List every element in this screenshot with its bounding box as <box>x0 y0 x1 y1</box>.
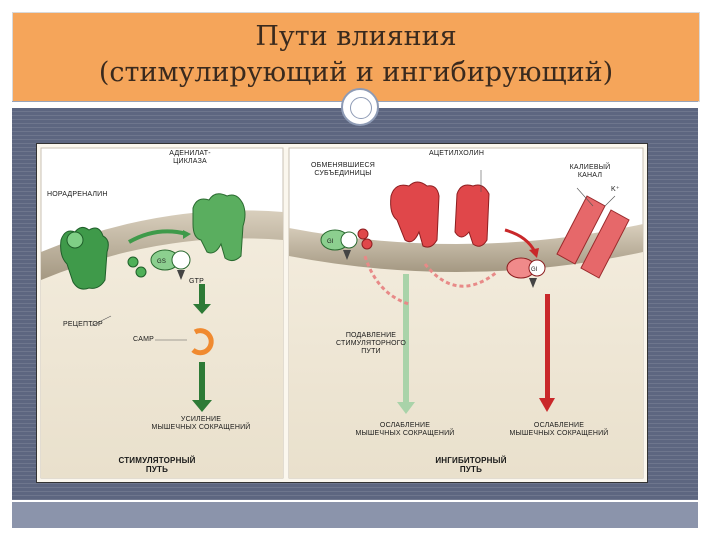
gtp-pin-icon <box>177 270 185 280</box>
figure-drawing <box>40 147 644 479</box>
gs-label: Gs <box>157 259 167 265</box>
noradrenaline-label: НОРАДРЕНАЛИН <box>47 191 108 198</box>
noradrenaline-molecule <box>66 231 84 249</box>
acetylcholine-label: АЦЕТИЛХОЛИН <box>429 150 485 157</box>
stim-cell-interior <box>41 224 283 478</box>
inhibitory-panel <box>288 147 644 479</box>
inhib-pale-arrow <box>403 274 409 404</box>
dashed-arrow-2 <box>363 255 410 306</box>
g-protein-alpha-s <box>127 249 191 280</box>
slide-title: Пути влияния (стимулирующий и ингибирующ… <box>13 19 699 91</box>
gtp-label: GTP <box>189 278 204 285</box>
g-protein-inhib-left <box>320 228 373 260</box>
stim-down-arrow-1 <box>199 284 205 306</box>
title-band: Пути влияния (стимулирующий и ингибирующ… <box>12 12 700 102</box>
circle-ornament-icon <box>341 88 379 126</box>
gi-subunit-icon <box>340 231 358 249</box>
inhib-red-arrow <box>545 294 550 400</box>
dashed-arrow-1 <box>423 263 498 288</box>
camp-label: cAMP <box>133 336 155 343</box>
gi-left-label: Gi <box>327 239 334 245</box>
g-protein-inhib-right <box>506 257 546 288</box>
gs-subunit-icon <box>171 250 191 270</box>
receptor-protein <box>60 226 109 290</box>
gi-subunit-icon-2 <box>528 259 546 277</box>
title-line-1: Пути влияния <box>255 21 457 52</box>
signaling-pathways-figure: АДЕНИЛАТ-ЦИКЛАЗА НОРАДРЕНАЛИН GTP РЕЦЕПТ… <box>36 143 648 483</box>
muscarinic-receptor-protein <box>390 181 490 248</box>
footer-bar <box>12 502 698 528</box>
gi-right-label: Gi <box>531 267 538 273</box>
activation-arrow <box>128 229 188 244</box>
stim-down-arrow-2 <box>199 362 205 402</box>
adenylate-cyclase-protein <box>192 193 246 262</box>
inhib-cell-interior <box>289 236 643 478</box>
camp-arc-icon <box>191 328 214 356</box>
inhib-membrane <box>289 224 643 273</box>
stimulatory-panel <box>40 147 284 479</box>
receptor-label: РЕЦЕПТОР <box>63 321 103 328</box>
title-line-2: (стимулирующий и ингибирующий) <box>98 57 614 88</box>
adenylate-cyclase-label: АДЕНИЛАТ-ЦИКЛАЗА <box>169 150 211 165</box>
potassium-ion-label: K⁺ <box>611 186 620 193</box>
